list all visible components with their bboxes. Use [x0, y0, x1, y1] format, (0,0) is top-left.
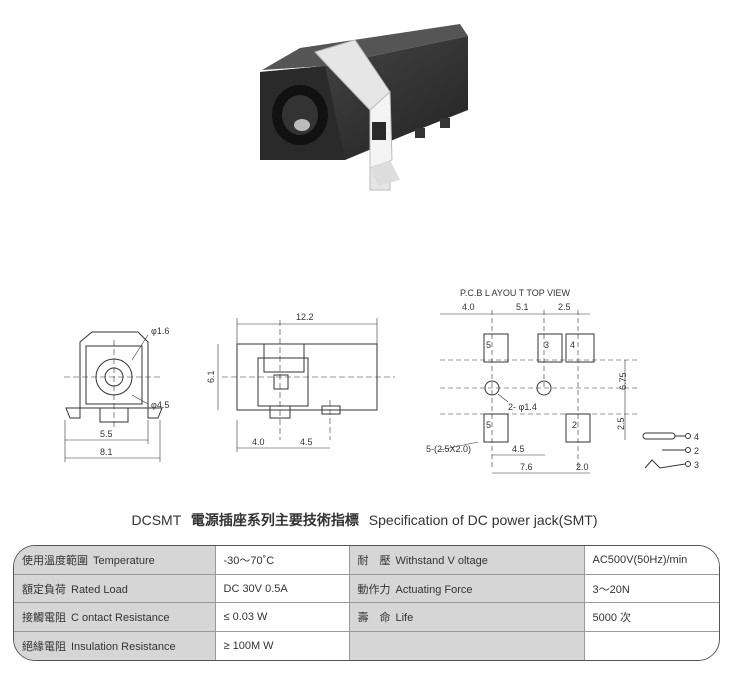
side-dim-b: 4.5 — [300, 437, 313, 447]
pcb-dim-20: 2.0 — [576, 462, 589, 472]
spec-value: 5000 次 — [584, 602, 719, 633]
schematic-symbol — [642, 432, 691, 469]
side-length: 12.2 — [296, 312, 314, 322]
spec-label — [349, 631, 585, 660]
pcb-pad-label: 2 — [572, 420, 577, 430]
pcb-top-dim-3: 2.5 — [558, 302, 571, 312]
pcb-top-dim-1: 4.0 — [462, 302, 475, 312]
schematic-pin: 2 — [694, 446, 699, 456]
front-pin-dia: φ4.5 — [151, 400, 169, 410]
front-view — [64, 331, 163, 462]
technical-drawings: φ1.6 φ4.5 5.5 8.1 12.2 6.1 4.0 4.5 — [64, 288, 699, 474]
pcb-title: P.C.B L AYOU T TOP VIEW — [460, 288, 571, 298]
model-name: DCSMT — [131, 512, 181, 528]
pcb-pad-label: 3 — [544, 340, 549, 350]
spec-title: DCSMT 電源插座系列主要技術指標 Specification of DC p… — [0, 510, 729, 530]
pcb-hole-label: 2- φ1.4 — [508, 402, 537, 412]
title-chinese: 電源插座系列主要技術指標 — [190, 512, 359, 528]
spec-value: AC500V(50Hz)/min — [584, 546, 719, 575]
spec-value: 3～20N — [584, 574, 719, 604]
pcb-pad-label: 5 — [486, 420, 491, 430]
spec-value — [584, 631, 719, 660]
spec-value: DC 30V 0.5A — [215, 574, 350, 604]
pcb-pad-label: 4 — [570, 340, 575, 350]
schematic-pin: 4 — [694, 432, 699, 442]
spec-value: -30～70˚C — [215, 546, 350, 575]
side-dim-a: 4.0 — [252, 437, 265, 447]
spec-value: ≥ 100M W — [215, 631, 350, 660]
front-width-total: 8.1 — [100, 447, 113, 457]
pcb-layout — [439, 310, 640, 474]
pcb-dim-675: 6.75 — [618, 372, 628, 390]
pcb-top-dim-2: 5.1 — [516, 302, 529, 312]
pcb-pad-size: 5-(2.5X2.0) — [426, 444, 471, 454]
front-width-inner: 5.5 — [100, 429, 113, 439]
schematic-pin: 3 — [694, 460, 699, 470]
product-photo — [260, 24, 468, 191]
side-height: 6.1 — [206, 370, 216, 383]
pcb-dim-45: 4.5 — [512, 444, 525, 454]
pcb-dim-25: 2.5 — [616, 417, 626, 430]
spec-value: ≤ 0.03 W — [215, 602, 350, 633]
side-view — [217, 318, 395, 452]
pcb-dim-76: 7.6 — [520, 462, 533, 472]
title-english: Specification of DC power jack(SMT) — [368, 512, 598, 528]
front-hole-dia: φ1.6 — [151, 326, 169, 336]
pcb-pad-label: 5 — [486, 340, 491, 350]
